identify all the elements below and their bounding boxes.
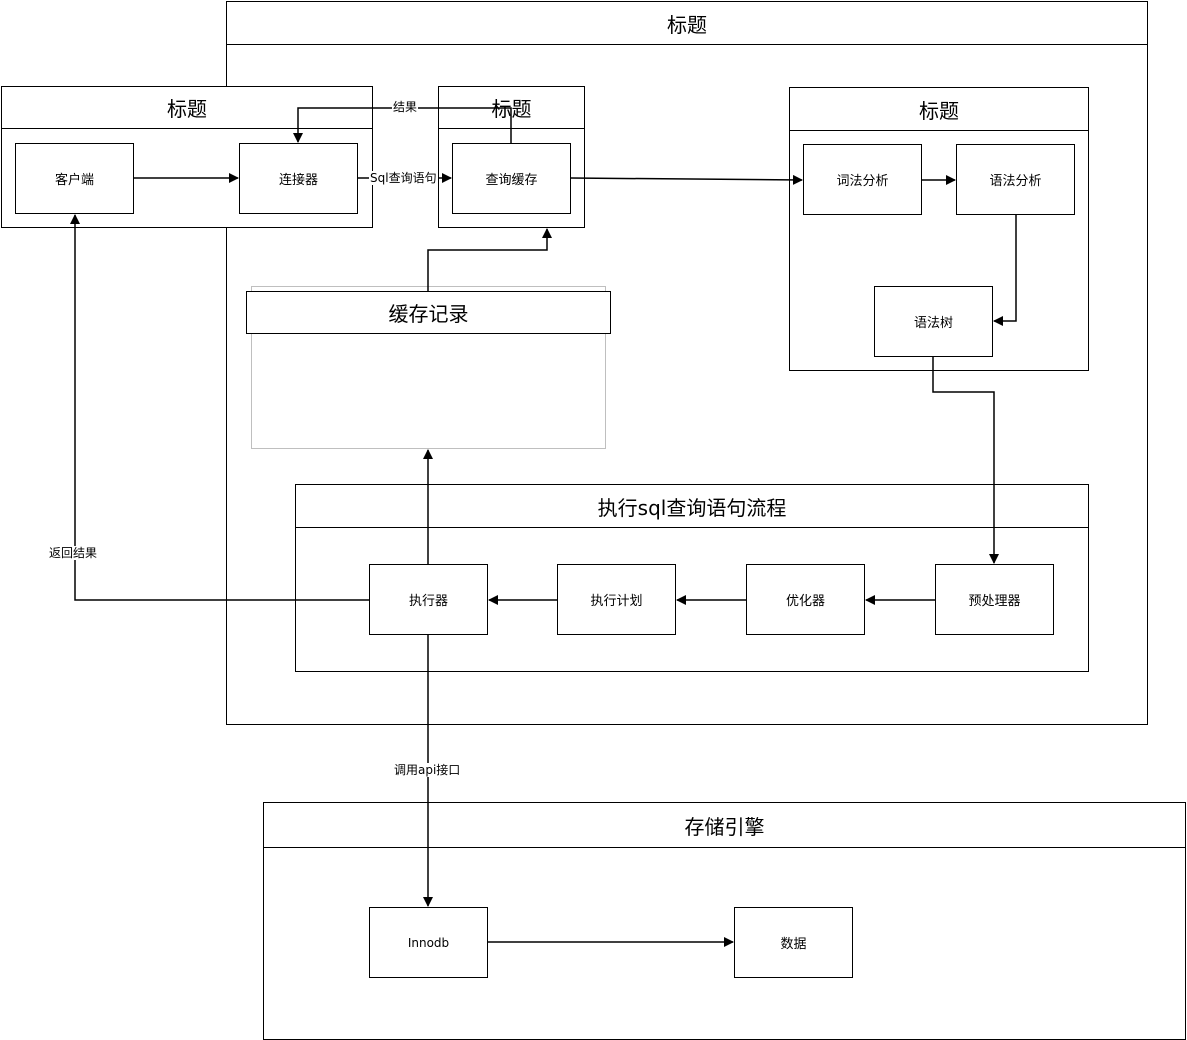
edge-label-result: 结果 — [392, 100, 419, 114]
parser-group-container: 标题 — [789, 87, 1089, 371]
client-group-title: 标题 — [2, 87, 372, 129]
data-node[interactable]: 数据 — [734, 907, 853, 978]
cache-record-title: 缓存记录 — [246, 291, 611, 334]
optimizer-node[interactable]: 优化器 — [746, 564, 865, 635]
preprocessor-node[interactable]: 预处理器 — [935, 564, 1054, 635]
client-node[interactable]: 客户端 — [15, 143, 134, 214]
execution-plan-node[interactable]: 执行计划 — [557, 564, 676, 635]
parser-group-title: 标题 — [790, 88, 1088, 131]
cache-group-title: 标题 — [439, 87, 584, 129]
storage-engine-title: 存储引擎 — [264, 803, 1185, 848]
connector-node[interactable]: 连接器 — [239, 143, 358, 214]
lexical-analysis-node[interactable]: 词法分析 — [803, 144, 922, 215]
client-group-title-text: 标题 — [167, 97, 207, 121]
edge-label-return-result: 返回结果 — [48, 546, 99, 560]
cache-record-title-text: 缓存记录 — [388, 302, 469, 326]
execution-flow-title: 执行sql查询语句流程 — [296, 485, 1088, 528]
server-container-title: 标题 — [227, 2, 1147, 45]
execution-flow-title-text: 执行sql查询语句流程 — [597, 495, 787, 520]
syntax-tree-node[interactable]: 语法树 — [874, 286, 993, 357]
parser-group-title-text: 标题 — [919, 98, 959, 123]
edge-label-sql-query: Sql查询语句 — [369, 171, 438, 185]
syntax-analysis-node[interactable]: 语法分析 — [956, 144, 1075, 215]
executor-node[interactable]: 执行器 — [369, 564, 488, 635]
cache-group-title-text: 标题 — [491, 97, 532, 121]
server-title-text: 标题 — [667, 12, 707, 37]
innodb-node[interactable]: Innodb — [369, 907, 488, 978]
query-cache-node[interactable]: 查询缓存 — [452, 143, 571, 214]
storage-engine-title-text: 存储引擎 — [684, 814, 765, 839]
edge-label-call-api: 调用api接口 — [393, 763, 462, 777]
